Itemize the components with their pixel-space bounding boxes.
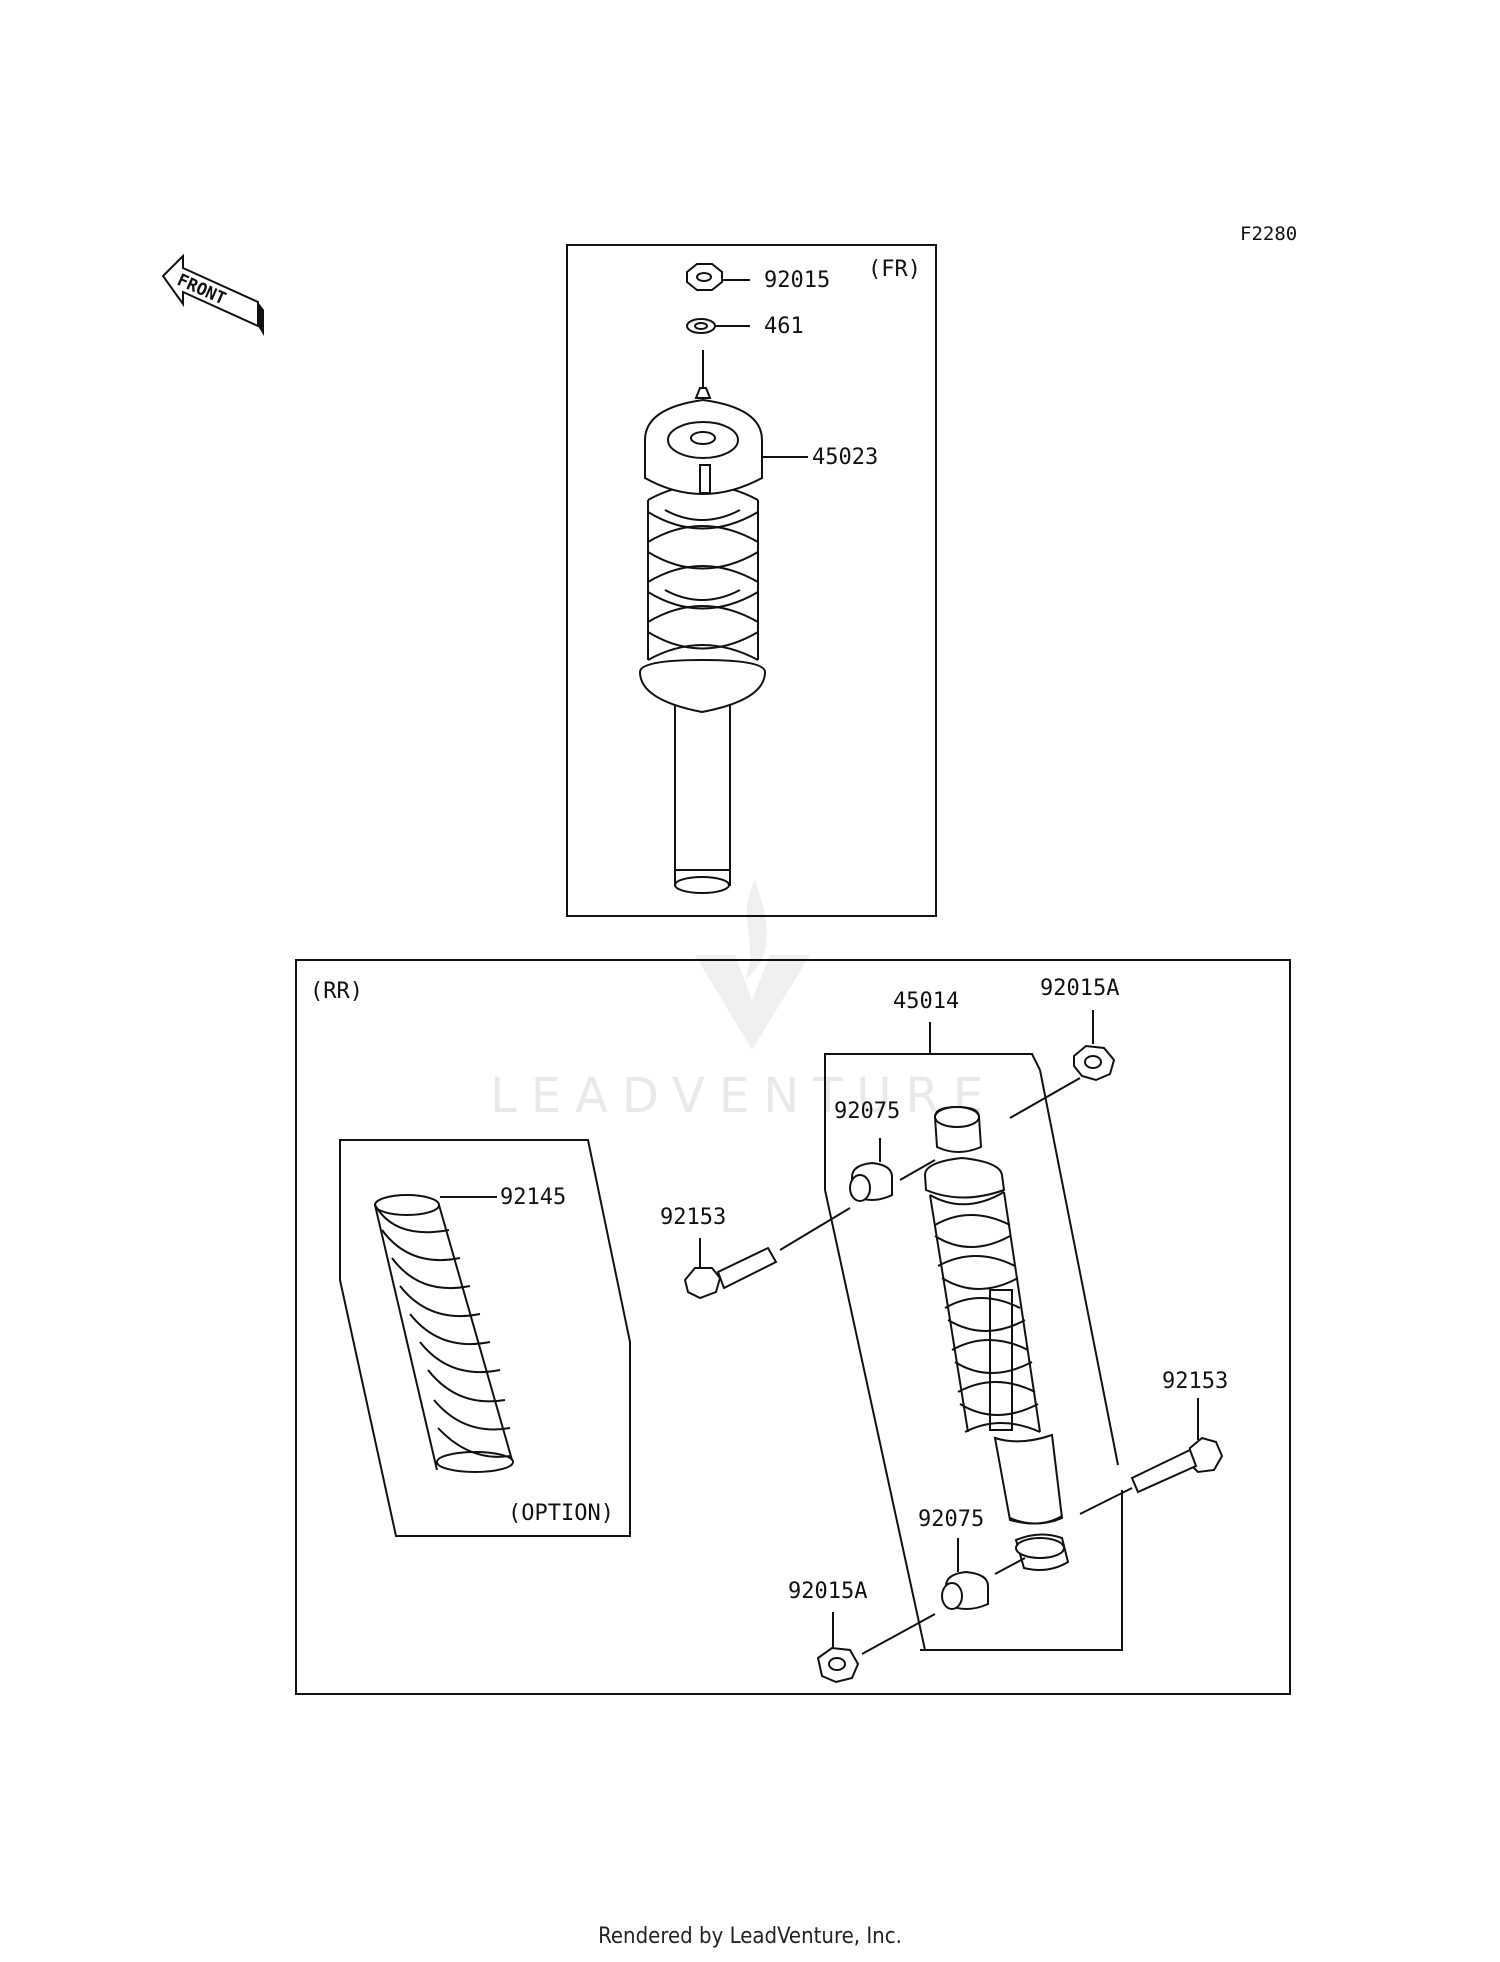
rear-shock-spring — [929, 1191, 1041, 1433]
callout-92015A-bottom: 92015A — [788, 1579, 867, 1604]
option-spring: 92145 (OPTION) — [339, 1139, 631, 1537]
front-section-frame — [566, 244, 937, 917]
rear-top-nut: 92015A — [1009, 976, 1119, 1119]
callout-45014: 45014 — [893, 989, 959, 1014]
callout-92153-left: 92153 — [660, 1205, 726, 1230]
rear-bottom-bushing: 92075 — [918, 1507, 1026, 1610]
front-washer: 461 — [686, 314, 804, 339]
callout-92153-right: 92153 — [1162, 1369, 1228, 1394]
front-section-label: (FR) — [868, 257, 921, 282]
front-arrow-icon: FRONT — [161, 253, 264, 336]
option-label: (OPTION) — [508, 1501, 614, 1526]
figure-code: F2280 — [1240, 223, 1297, 245]
front-section: (FR) 92015 461 — [566, 244, 937, 917]
callout-92145: 92145 — [500, 1185, 566, 1210]
callout-92015A-top: 92015A — [1040, 976, 1119, 1001]
watermark-v-icon — [695, 955, 810, 1050]
callout-92075-bottom: 92075 — [918, 1507, 984, 1532]
watermark: LEADVENTURE — [490, 880, 997, 1124]
watermark-text: LEADVENTURE — [490, 1068, 997, 1124]
front-spring — [647, 484, 759, 661]
rear-spring-92145 — [374, 1194, 514, 1473]
callout-45023: 45023 — [812, 445, 878, 470]
rear-section-label: (RR) — [310, 979, 363, 1004]
callout-92075-top: 92075 — [834, 1099, 900, 1124]
rear-section-frame — [295, 959, 1291, 1695]
rear-right-bolt: 92153 — [1079, 1369, 1228, 1515]
callout-461: 461 — [764, 314, 804, 339]
rear-bottom-nut: 92015A — [788, 1579, 936, 1684]
rear-top-bushing: 92075 — [834, 1099, 936, 1202]
render-credit: Rendered by LeadVenture, Inc. — [598, 1924, 902, 1949]
rear-section: (RR) 92145 (OPTION) — [295, 959, 1291, 1695]
rear-shock-assembly: 45014 — [824, 989, 1123, 1651]
watermark-flame-icon — [745, 880, 767, 980]
callout-92015: 92015 — [764, 268, 830, 293]
front-shock: 45023 — [638, 350, 878, 894]
front-nut: 92015 — [686, 263, 830, 293]
rear-left-bolt: 92153 — [660, 1205, 851, 1300]
